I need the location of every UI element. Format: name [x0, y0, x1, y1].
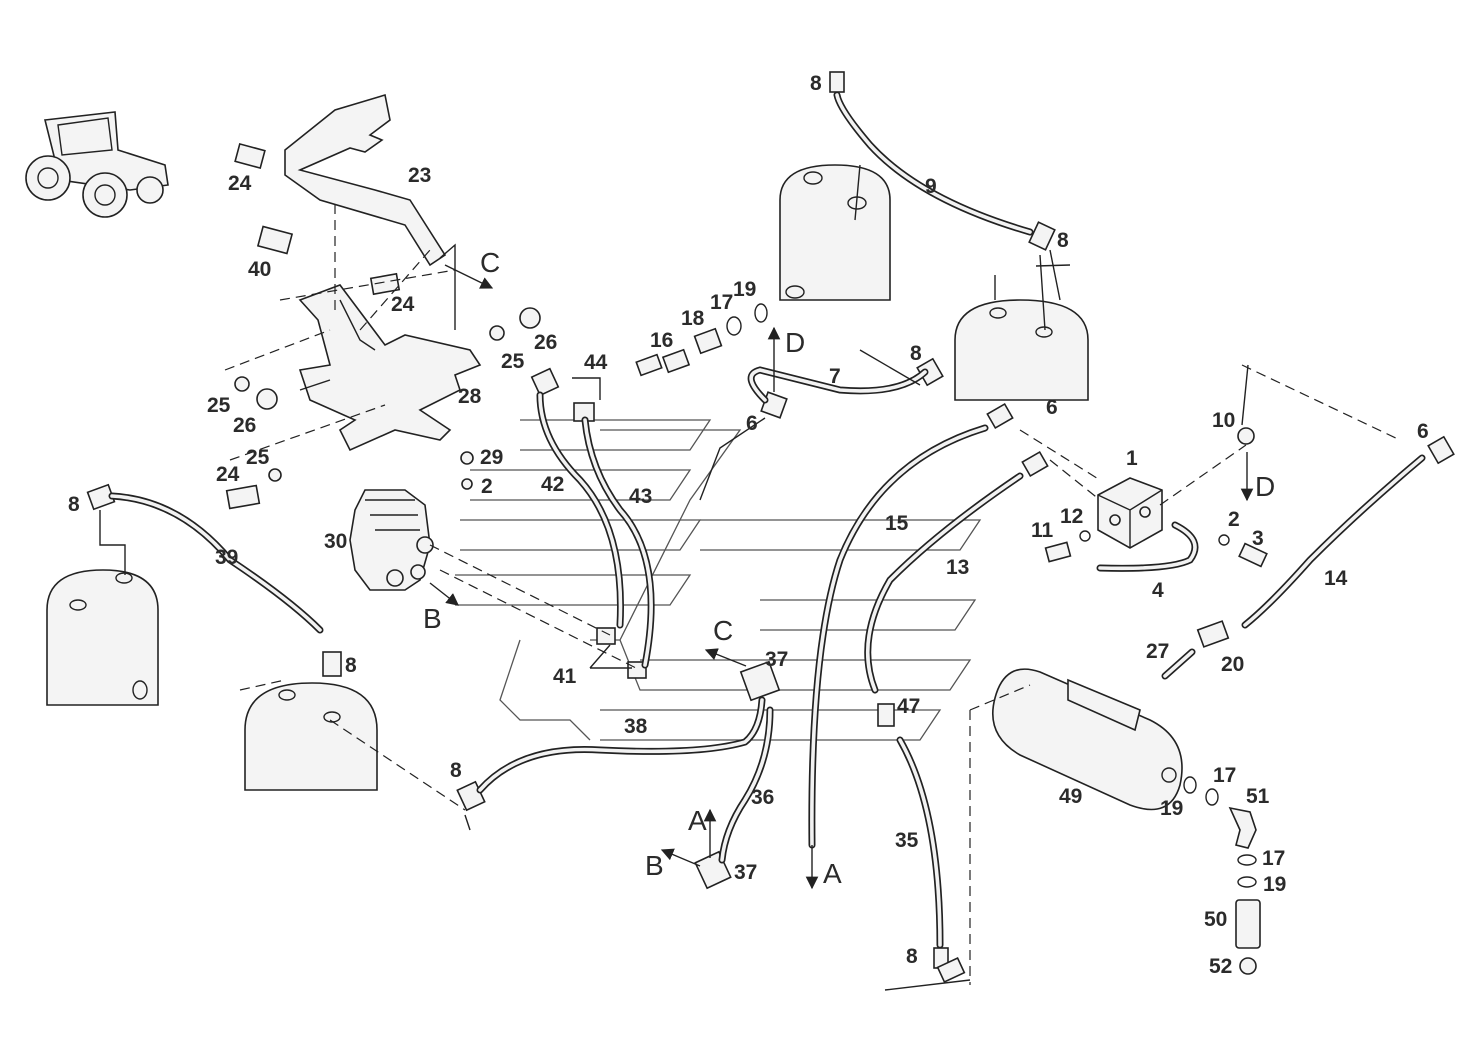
callout-8: 8	[450, 759, 462, 782]
direction-marker-a: A	[688, 805, 707, 836]
callout-50: 50	[1204, 908, 1227, 931]
callout-37: 37	[765, 648, 788, 671]
fitting-parts	[225, 142, 1268, 975]
callout-29: 29	[480, 446, 503, 469]
callout-38: 38	[624, 715, 648, 738]
direction-marker-c: C	[480, 247, 500, 278]
callout-52: 52	[1209, 955, 1232, 978]
air-tank-49	[991, 668, 1183, 811]
callout-24: 24	[391, 293, 415, 316]
callout-8: 8	[910, 342, 922, 365]
relay-valve-30	[349, 489, 434, 591]
callout-47: 47	[897, 695, 920, 718]
air-tank-bottom-left	[244, 682, 378, 791]
callout-8: 8	[345, 654, 357, 677]
hose-fittings	[86, 71, 1455, 983]
callout-1: 1	[1126, 447, 1138, 470]
callout-17: 17	[710, 291, 733, 314]
direction-arrows	[429, 264, 1254, 890]
callout-12: 12	[1060, 505, 1083, 528]
callout-26: 26	[534, 331, 557, 354]
callout-37: 37	[734, 861, 757, 884]
callout-27: 27	[1146, 640, 1169, 663]
callout-28: 28	[458, 385, 482, 408]
callout-24: 24	[216, 463, 240, 486]
callout-3: 3	[1252, 527, 1264, 550]
callout-42: 42	[541, 473, 564, 496]
callout-25: 25	[501, 350, 525, 373]
callout-19: 19	[733, 278, 756, 301]
callout-17: 17	[1213, 764, 1236, 787]
callout-2: 2	[481, 475, 493, 498]
direction-marker-d: D	[785, 327, 805, 358]
callout-15: 15	[885, 512, 909, 535]
direction-marker-c: C	[713, 615, 733, 646]
callout-39: 39	[215, 546, 238, 569]
callout-30: 30	[324, 530, 347, 553]
tractor-icon	[25, 111, 169, 218]
callout-6: 6	[1046, 396, 1058, 419]
callout-17: 17	[1262, 847, 1285, 870]
direction-letters: C B D D C A B A	[423, 247, 1275, 889]
air-tank-right	[954, 299, 1089, 401]
callout-6: 6	[1417, 420, 1429, 443]
callout-labels: 1 2 2 3 4 6 6 6 7 8 8 8 8 8 8 8 9 10 11 …	[68, 72, 1429, 978]
direction-marker-d: D	[1255, 471, 1275, 502]
callout-4: 4	[1152, 579, 1164, 602]
callout-11: 11	[1031, 519, 1054, 542]
callout-7: 7	[829, 365, 841, 388]
callout-18: 18	[681, 307, 705, 330]
callout-35: 35	[895, 829, 919, 852]
callout-44: 44	[584, 351, 608, 374]
callout-24: 24	[228, 172, 252, 195]
direction-marker-b: B	[645, 850, 664, 881]
callout-2: 2	[1228, 508, 1240, 531]
callout-14: 14	[1324, 567, 1348, 590]
callout-16: 16	[650, 329, 673, 352]
callout-25: 25	[207, 394, 231, 417]
callout-43: 43	[629, 485, 652, 508]
air-tank-top-center	[779, 164, 891, 301]
callout-23: 23	[408, 164, 431, 187]
callout-49: 49	[1059, 785, 1082, 808]
callout-8: 8	[1057, 229, 1069, 252]
callout-8: 8	[810, 72, 822, 95]
air-tank-left	[46, 569, 159, 706]
callout-8: 8	[68, 493, 80, 516]
callout-8: 8	[906, 945, 918, 968]
bracket-23	[284, 93, 447, 267]
callout-9: 9	[925, 175, 937, 198]
hoses	[108, 91, 1426, 949]
callout-40: 40	[248, 258, 271, 281]
callout-36: 36	[751, 786, 774, 809]
callout-leaders	[572, 377, 632, 669]
valve-block-1	[1097, 477, 1163, 549]
callout-41: 41	[553, 665, 577, 688]
dashed-leaders	[99, 164, 1401, 991]
callout-10: 10	[1212, 409, 1235, 432]
direction-marker-b: B	[423, 603, 442, 634]
callout-13: 13	[946, 556, 969, 579]
callout-51: 51	[1246, 785, 1270, 808]
callout-6: 6	[746, 412, 758, 435]
callout-19: 19	[1263, 873, 1286, 896]
callout-20: 20	[1221, 653, 1244, 676]
direction-marker-a: A	[823, 858, 842, 889]
bracket-28	[298, 284, 482, 452]
callout-26: 26	[233, 414, 256, 437]
callout-25: 25	[246, 446, 270, 469]
callout-19: 19	[1160, 797, 1183, 820]
